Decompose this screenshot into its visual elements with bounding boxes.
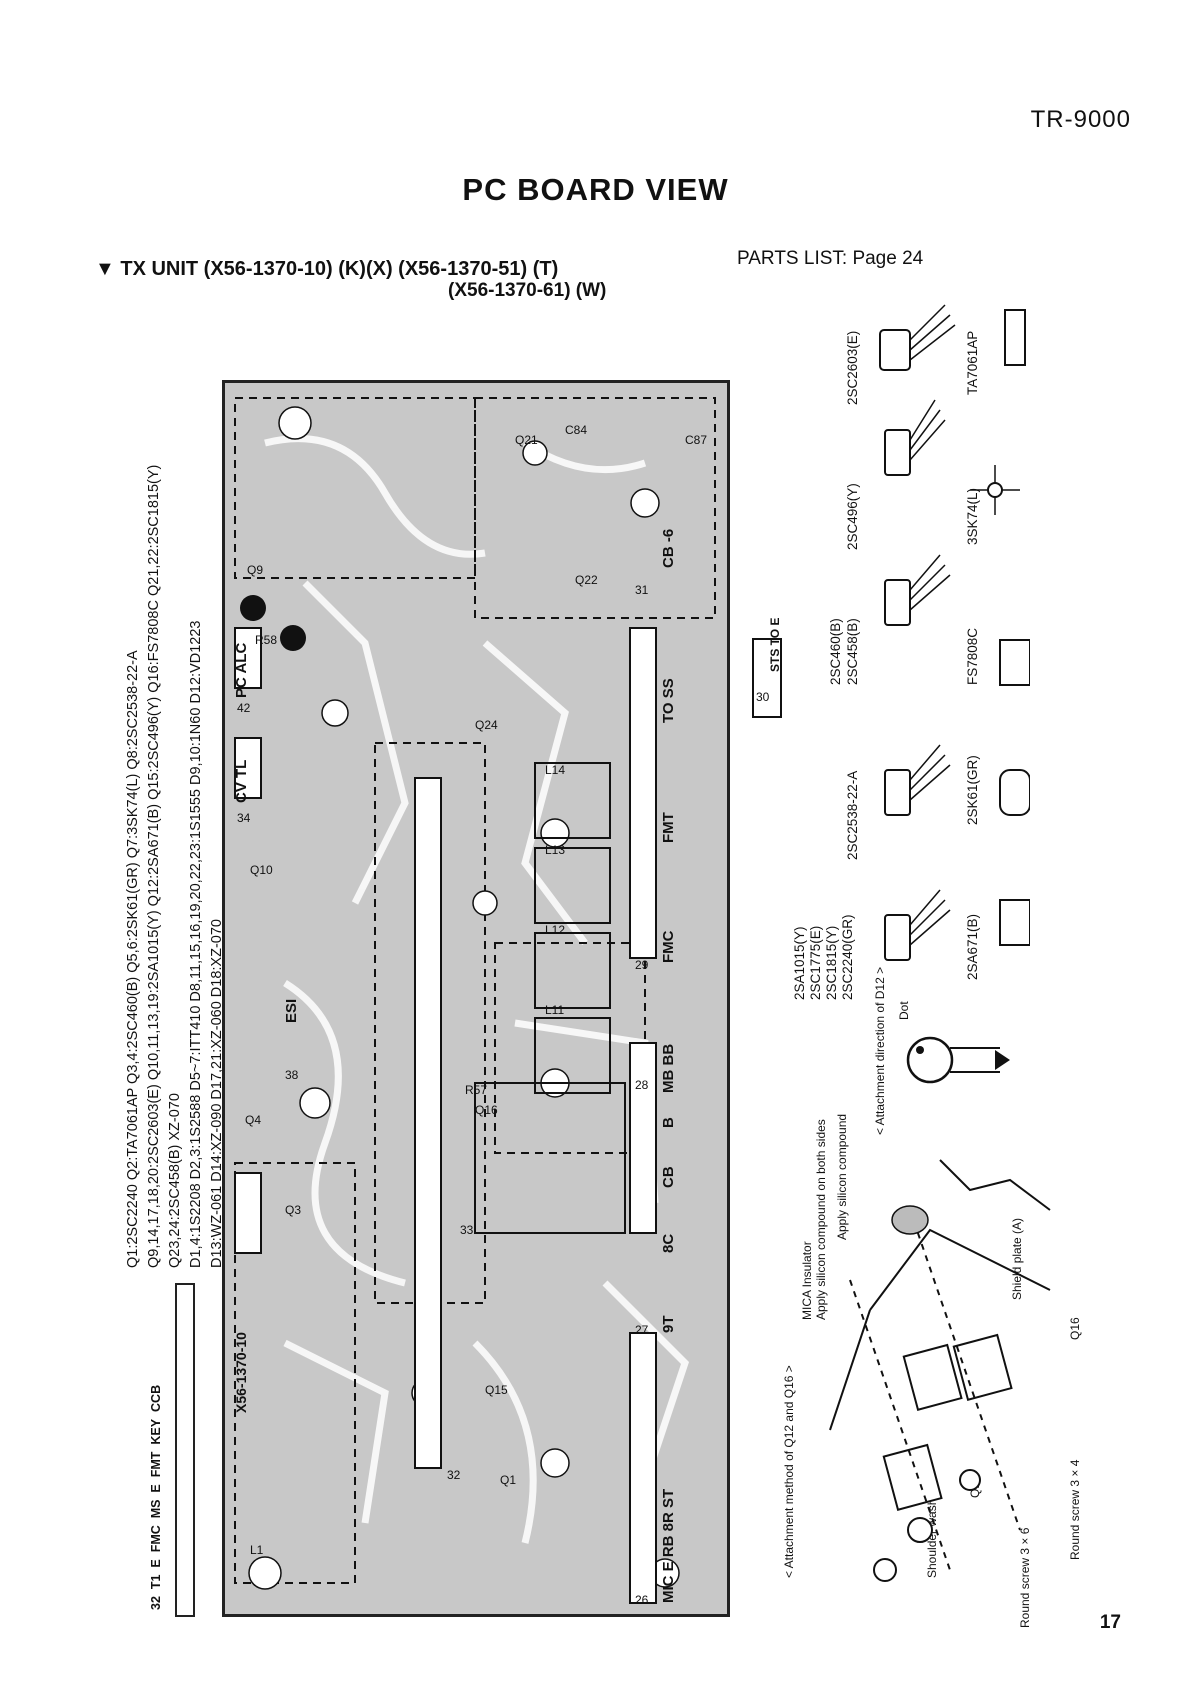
component-label: 2SC1815(Y) [824, 925, 839, 1000]
component-label: 2SC1775(E) [808, 925, 823, 1000]
section-label: MB BB [660, 1043, 677, 1093]
part-label: Q22 [575, 573, 598, 587]
page-number: 17 [1099, 1612, 1121, 1633]
unit-label-line2: (X56-1370-61) (W) [448, 280, 607, 301]
sts-terminal-box [752, 638, 782, 718]
transistor-icon [884, 769, 911, 816]
terminal-number: 31 [635, 583, 649, 597]
component-label: 2SC458(B) [845, 618, 860, 685]
part-label: C84 [565, 423, 588, 437]
legend-line: Q23,24:2SC458(B) XZ-070 [167, 1093, 183, 1268]
component-label: 2SA1015(Y) [792, 926, 807, 1000]
diode-icon [995, 1050, 1010, 1070]
section-label: FMT [660, 812, 677, 843]
q-attachment-title: < Attachment method of Q12 and Q16 > [782, 1365, 796, 1578]
legend-line: Q9,14,17,18,20:2SC2603(E) Q10,11,13,19:2… [146, 464, 162, 1268]
section-label: MIC E RB 8R ST [660, 1488, 677, 1603]
parts-list-ref: PARTS LIST: Page 24 [737, 248, 924, 269]
section-label: PC ALC [233, 642, 250, 698]
component-label: 2SC496(Y) [845, 483, 860, 550]
d12-diagram [906, 1036, 1010, 1084]
section-label: 8C [660, 1233, 677, 1253]
transistor-icon [884, 429, 911, 476]
terminal-number: 38 [285, 1068, 299, 1082]
semiconductor-legend: Q1:2SC2240 Q2:TA7061AP Q3,4:2SC460(B) Q5… [123, 465, 228, 1268]
terminal-number: 34 [237, 811, 251, 825]
part-label: R58 [255, 633, 278, 647]
component-label: 2SC2603(E) [845, 330, 860, 405]
part-label: Q15 [485, 1383, 508, 1397]
connector-number: 32 [149, 1596, 163, 1610]
terminal-number: 32 [447, 1468, 461, 1482]
terminal-number: 27 [635, 1323, 649, 1337]
section-label: CV TL [233, 759, 250, 803]
component-label: 2SC460(B) [828, 618, 843, 685]
legend-line: D1,4:1S2208 D2,3:1S2588 D5~7:ITT410 D8,1… [188, 620, 204, 1268]
part-label: L14 [545, 763, 566, 777]
page-title: PC BOARD VIEW [462, 172, 729, 207]
regulator-icon [999, 639, 1030, 686]
connector-strip [175, 1283, 195, 1617]
section-label: TO SS [660, 678, 677, 723]
transistor-icon [879, 329, 911, 371]
ic-icon [1004, 309, 1026, 366]
attachment-note: Q16 [1068, 1317, 1082, 1340]
screw-icon [873, 1558, 897, 1582]
legend-line: Q1:2SC2240 Q2:TA7061AP Q3,4:2SC460(B) Q5… [125, 650, 141, 1268]
washer-icon [907, 1517, 933, 1543]
part-label: L13 [545, 843, 566, 857]
transistor-icon [999, 899, 1030, 946]
pcb-id-label: X56-1370-10 [233, 1332, 249, 1413]
section-label: CB [660, 1166, 677, 1188]
terminal-number: 42 [237, 701, 251, 715]
part-label: Q3 [285, 1203, 302, 1217]
part-label: L12 [545, 923, 566, 937]
terminal-number: 29 [635, 958, 649, 972]
component-label: 2SC2538-22-A [845, 770, 860, 860]
part-label: C87 [685, 433, 708, 447]
section-label: FMC [660, 930, 677, 964]
part-label: Q1 [500, 1473, 517, 1487]
pc-board: PC ALC CV TL ESI TO SS FMT FMC MB BB CB … [222, 380, 730, 1617]
terminal-number: 26 [635, 1593, 649, 1607]
section-label: 9T [660, 1315, 677, 1333]
part-label: Q4 [245, 1113, 262, 1127]
unit-label: ▼ TX UNIT (X56-1370-10) (K)(X) (X56-1370… [95, 258, 559, 280]
transistor-icon [884, 579, 911, 626]
board-traces [234, 397, 716, 1604]
transistor-icon [884, 914, 911, 961]
part-label: L11 [545, 1003, 565, 1017]
section-label: ESI [283, 998, 300, 1023]
sts-number: 30 [756, 690, 770, 704]
terminal-number: 28 [635, 1078, 649, 1092]
part-label: Q10 [250, 863, 273, 877]
connector-labels: 32 T1 E FMC MS E FMT KEY CCB [149, 1384, 163, 1610]
d12-attachment-label: < Attachment direction of D12 > [873, 966, 887, 1135]
model-number: TR-9000 [1030, 106, 1131, 133]
part-label: Q9 [247, 563, 264, 577]
part-label: R57 [465, 1083, 488, 1097]
part-label: Q21 [515, 433, 538, 447]
component-pictograms [879, 304, 1030, 961]
part-label: Q16 [475, 1103, 498, 1117]
part-label: Q24 [475, 718, 498, 732]
sts-label: STS TO E [768, 617, 782, 672]
q-attachment-diagram [829, 1159, 1051, 1582]
terminal-number: 33 [460, 1223, 474, 1237]
fet-icon [999, 769, 1030, 816]
section-label: B [660, 1117, 677, 1128]
part-label: L1 [250, 1543, 264, 1557]
component-label: 2SC2240(GR) [840, 914, 855, 1000]
attachment-note: Round screw 3 × 4 [1068, 1459, 1082, 1560]
section-label: CB -6 [660, 528, 677, 568]
screw-icon [959, 1469, 981, 1491]
